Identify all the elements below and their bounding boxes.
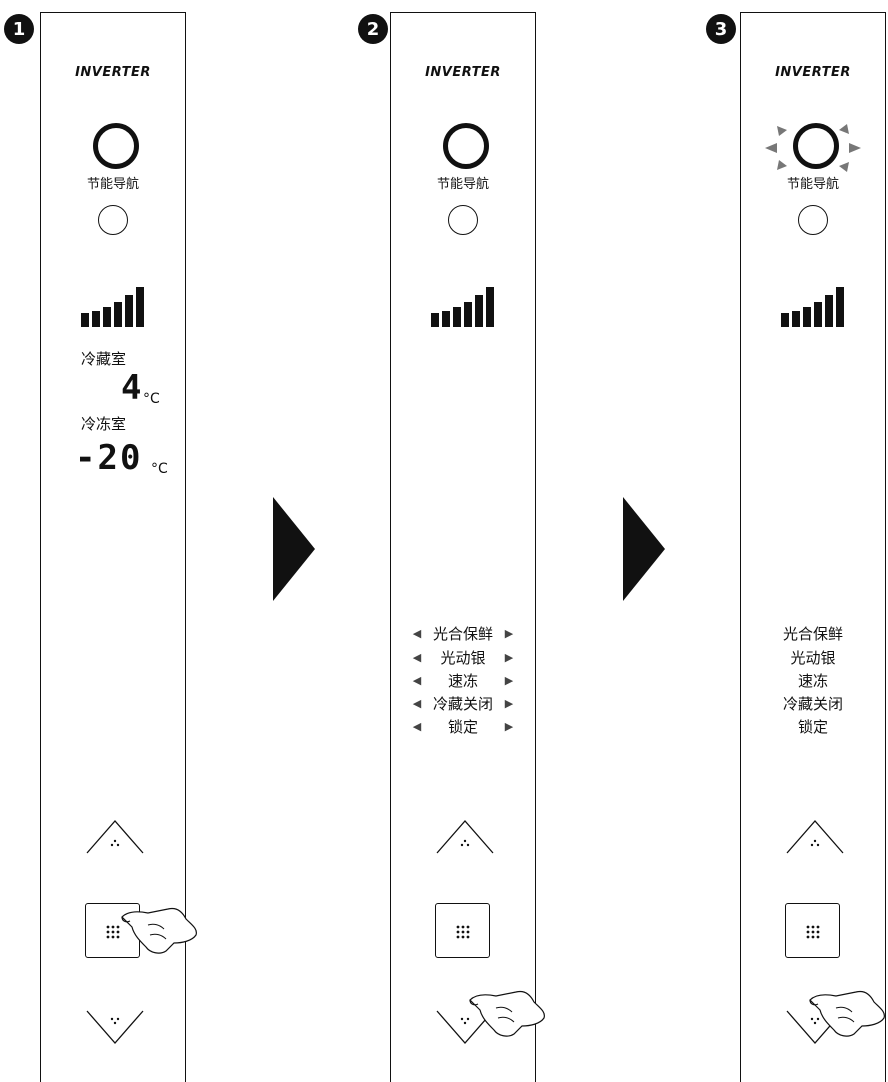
menu-item-label: 光动银	[440, 648, 486, 667]
left-triangle-icon: ◀	[412, 650, 422, 664]
right-triangle-icon: ▶	[504, 626, 514, 640]
right-triangle-icon: ▶	[504, 650, 514, 664]
menu-item-fridge-off: 冷藏关闭	[741, 692, 885, 714]
menu-item-label: 光合保鲜	[782, 624, 843, 643]
menu-item-lock: ◀ 锁定 ▶	[391, 715, 535, 737]
menu-item-quick-freeze: 速冻	[741, 669, 885, 691]
right-triangle-icon: ▶	[504, 696, 514, 710]
pressing-hand-icon	[469, 990, 545, 1037]
eco-navigation-ring-icon	[93, 123, 139, 169]
next-step-arrow-icon	[273, 497, 315, 601]
mode-button[interactable]	[435, 903, 490, 958]
menu-item-label: 速冻	[447, 671, 478, 690]
signal-level-icon	[781, 287, 844, 327]
menu-item-fridge-off: ◀ 冷藏关闭 ▶	[391, 692, 535, 714]
signal-level-icon	[431, 287, 494, 327]
left-triangle-icon: ◀	[412, 719, 422, 733]
down-button[interactable]	[435, 1006, 495, 1051]
right-triangle-icon: ▶	[504, 673, 514, 687]
menu-item-label: 光合保鲜	[432, 624, 493, 643]
pressing-hand-icon	[121, 907, 197, 954]
eco-navigation-button[interactable]	[98, 205, 128, 235]
eco-navigation-button[interactable]	[798, 205, 828, 235]
next-step-arrow-icon	[623, 497, 665, 601]
eco-navigation-label: 节能导航	[86, 177, 139, 192]
dots-icon	[106, 925, 120, 939]
flashing-indicator-icon	[765, 124, 861, 172]
freezer-temperature: -20	[75, 438, 143, 478]
menu-item-label: 冷藏关闭	[782, 694, 843, 713]
freezer-label: 冷冻室	[81, 415, 127, 433]
menu-item-label: 光动银	[790, 648, 836, 667]
left-triangle-icon: ◀	[412, 696, 422, 710]
pressing-hand-icon	[809, 990, 885, 1037]
step-3-badge: 3	[706, 14, 736, 44]
eco-navigation-ring-icon	[793, 123, 839, 169]
menu-item-lock: 锁定	[741, 715, 885, 737]
menu-item-label: 速冻	[797, 671, 828, 690]
control-panel-step-2: INVERTER 节能导航 ◀ 光合保鲜 ▶ ◀ 光动银 ▶ ◀ 速冻 ▶ ◀ …	[390, 12, 536, 1082]
menu-item-quick-freeze: ◀ 速冻 ▶	[391, 669, 535, 691]
inverter-logo: INVERTER	[425, 65, 501, 80]
menu-item-label: 锁定	[447, 717, 478, 736]
fridge-label: 冷藏室	[81, 350, 127, 368]
menu-item-light-fresh: ◀ 光合保鲜 ▶	[391, 622, 535, 644]
dots-icon	[806, 925, 820, 939]
left-triangle-icon: ◀	[412, 673, 422, 687]
eco-navigation-label: 节能导航	[436, 177, 489, 192]
control-panel-step-3: INVERTER 节能导航 光合保鲜 光动银 速冻 冷藏关闭 锁定	[740, 12, 886, 1082]
eco-navigation-ring-icon	[443, 123, 489, 169]
left-triangle-icon: ◀	[412, 626, 422, 640]
up-button[interactable]	[435, 813, 495, 858]
freezer-unit: °C	[151, 461, 168, 477]
inverter-logo: INVERTER	[75, 65, 151, 80]
menu-item-label: 冷藏关闭	[432, 694, 493, 713]
right-triangle-icon: ▶	[504, 719, 514, 733]
menu-item-light-fresh: 光合保鲜	[741, 622, 885, 644]
menu-item-label: 锁定	[797, 717, 828, 736]
eco-navigation-button[interactable]	[448, 205, 478, 235]
up-button[interactable]	[85, 813, 145, 858]
menu-item-light-silver: ◀ 光动银 ▶	[391, 646, 535, 668]
fridge-temperature: 4	[121, 368, 144, 408]
step-2-badge: 2	[358, 14, 388, 44]
fridge-unit: °C	[143, 391, 160, 407]
down-button[interactable]	[85, 1006, 145, 1051]
signal-level-icon	[81, 287, 144, 327]
mode-button[interactable]	[785, 903, 840, 958]
up-button[interactable]	[785, 813, 845, 858]
dots-icon	[456, 925, 470, 939]
inverter-logo: INVERTER	[775, 65, 851, 80]
eco-navigation-label: 节能导航	[786, 177, 839, 192]
control-panel-step-1: INVERTER 节能导航 冷藏室 4 °C 冷冻室 -20 °C	[40, 12, 186, 1082]
step-1-badge: 1	[4, 14, 34, 44]
menu-item-light-silver: 光动银	[741, 646, 885, 668]
